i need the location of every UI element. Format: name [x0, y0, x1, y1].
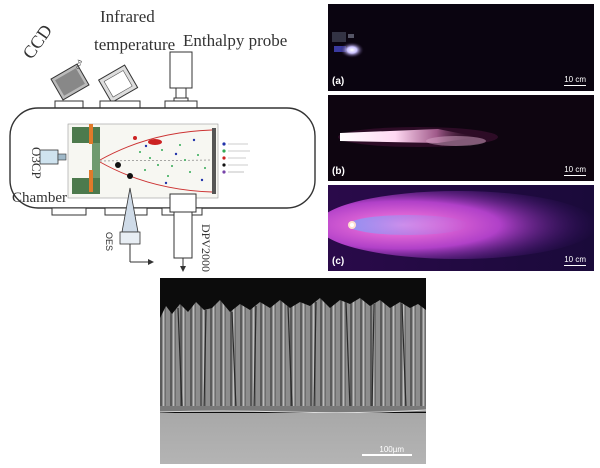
temperature-label: temperature: [94, 35, 175, 54]
oes-spectrometer: [119, 187, 154, 265]
plasma-photo-a: (a) 10 cm: [328, 4, 594, 91]
powder-injector-bottom: [89, 170, 93, 192]
sem-scale-bar: [362, 454, 412, 456]
chamber-port-top-mid: [99, 100, 141, 109]
dpv2000-sensor: [169, 193, 197, 272]
ccd-label: CCD: [18, 21, 56, 63]
spray-process-inset: [67, 123, 250, 199]
photo-c-scale-bar: [564, 265, 586, 266]
ccd-camera: [50, 63, 90, 101]
plasma-spray-schematic: CCD ccd Infrared temperature Enthalpy pr…: [9, 7, 316, 272]
plasma-torch: [39, 149, 67, 165]
photo-b-label: (b): [332, 166, 345, 177]
ccd-small-label: ccd: [75, 59, 84, 70]
anode-block-bottom: [72, 178, 100, 194]
photo-c-label: (c): [332, 256, 345, 267]
photo-b-scale-bar: [564, 175, 586, 176]
sem-cross-section: 100µm: [160, 278, 426, 464]
chamber-port-top-right: [164, 100, 198, 109]
sem-scale-text: 100µm: [379, 445, 404, 454]
photo-a-scale-bar: [564, 85, 586, 86]
chamber-port-bottom-left: [51, 207, 87, 216]
photo-b-scale-text: 10 cm: [564, 165, 586, 174]
infrared-label: Infrared: [100, 7, 155, 26]
powder-injector-top: [89, 124, 93, 144]
oes-label: OES: [104, 232, 114, 251]
enthalpy-probe-label: Enthalpy probe: [183, 31, 287, 50]
photo-a-label: (a): [332, 76, 345, 87]
chamber-label: Chamber: [12, 190, 67, 206]
inset-legend: [222, 142, 250, 174]
anode-block-top: [72, 127, 100, 143]
chamber-port-top-left: [54, 100, 84, 109]
photo-a-scale-text: 10 cm: [564, 75, 586, 84]
plasma-photo-b: (b) 10 cm: [328, 95, 594, 181]
plasma-photo-c: (c) 10 cm: [328, 185, 594, 271]
infrared-pyrometer: [97, 64, 139, 104]
photo-c-scale-text: 10 cm: [564, 255, 586, 264]
substrate: [212, 128, 216, 194]
dpv2000-label: DPV2000: [199, 224, 213, 272]
